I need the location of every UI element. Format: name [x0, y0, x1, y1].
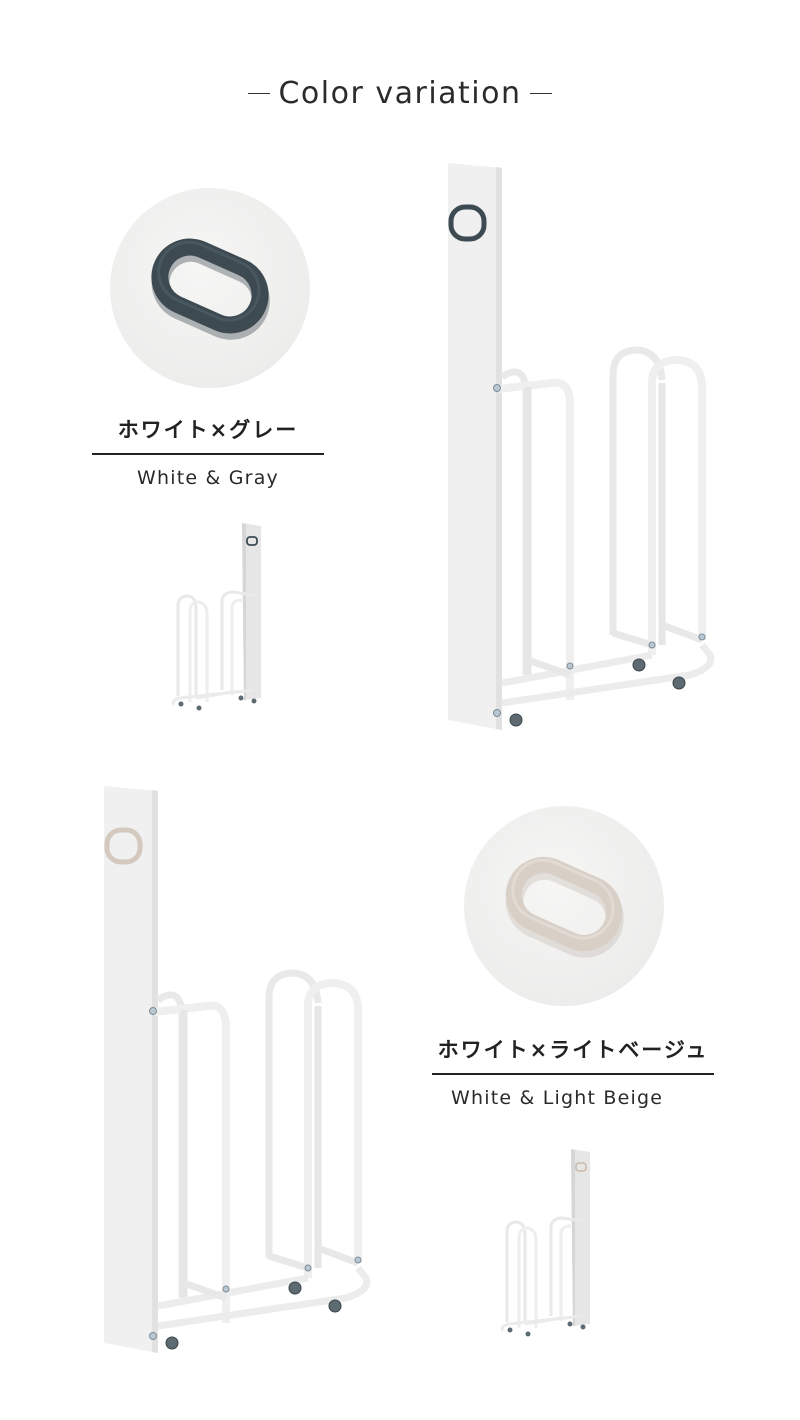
product-image-beige-small [495, 1146, 595, 1341]
oval-handle-icon [505, 857, 624, 958]
variant-name-en: White & Light Beige [451, 1086, 664, 1109]
title-right-dash [529, 92, 552, 95]
title-text: Color variation [278, 76, 522, 111]
section-title: Color variation [0, 76, 800, 111]
oval-handle-icon [151, 238, 270, 340]
title-left-dash [248, 92, 271, 95]
variant-label-beige: ホワイト×ライトベージュ White & Light Beige [432, 1036, 714, 1111]
product-image-gray-small [166, 520, 266, 715]
gray-handle-swatch [110, 188, 310, 388]
product-image-beige-large [96, 778, 386, 1358]
variant-name-en: White & Gray [137, 466, 279, 489]
variant-name-jp: ホワイト×グレー [117, 418, 299, 442]
variant-label-gray: ホワイト×グレー White & Gray [92, 416, 324, 491]
label-divider [432, 1073, 714, 1075]
label-divider [92, 453, 324, 455]
variant-name-jp: ホワイト×ライトベージュ [437, 1038, 709, 1062]
beige-handle-swatch [464, 806, 664, 1006]
product-image-gray-large [440, 155, 730, 735]
